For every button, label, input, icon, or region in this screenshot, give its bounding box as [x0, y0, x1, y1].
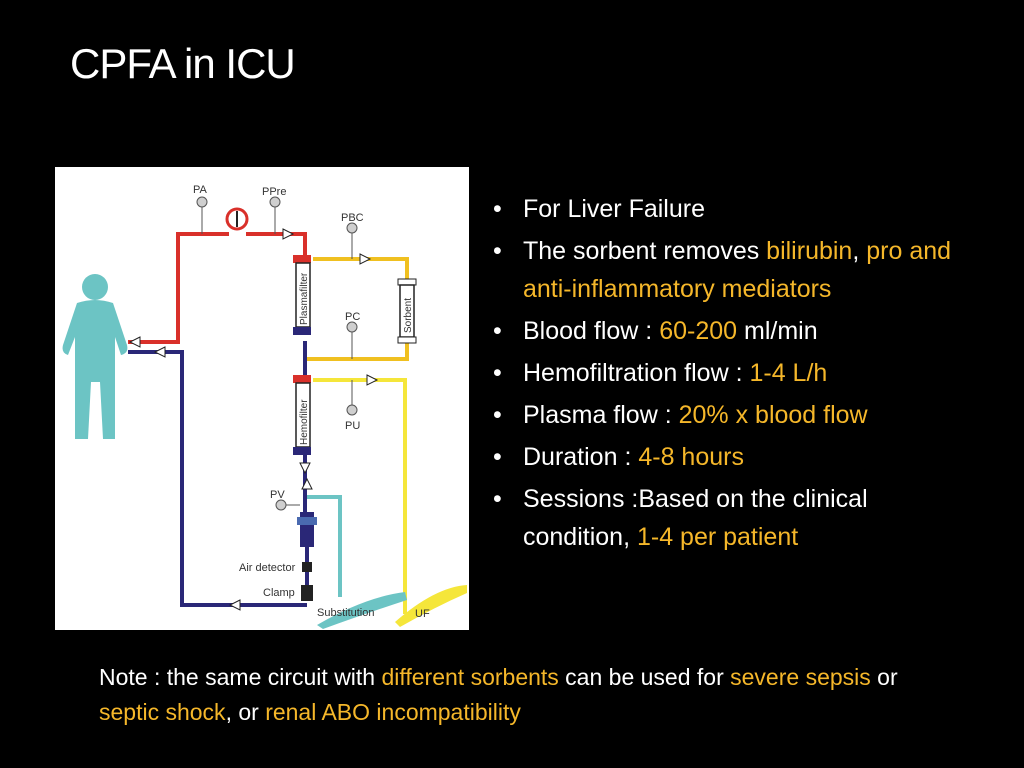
- bullet-item: Plasma flow : 20% x blood flow: [493, 396, 963, 434]
- highlight-text: pro and anti-inflammatory mediators: [523, 237, 952, 303]
- label-plasmafilter: Plasmafilter: [299, 272, 310, 325]
- label-sorbent: Sorbent: [403, 298, 414, 333]
- label-pa: PA: [193, 184, 208, 196]
- pressure-sensors: [196, 196, 358, 511]
- label-pbc: PBC: [341, 212, 364, 224]
- text: Note : the same circuit with: [99, 664, 382, 690]
- label-ppre: PPre: [262, 186, 286, 198]
- flow-arrows: [128, 228, 379, 611]
- air-detector-block: [302, 562, 312, 572]
- label-clamp: Clamp: [263, 587, 295, 599]
- hemofilter: [293, 375, 311, 455]
- text: or: [870, 664, 898, 690]
- patient-figure: [62, 274, 128, 439]
- ultrafiltrate-line: [313, 378, 407, 614]
- cpfa-circuit-diagram: PA PPre PBC PC PU PV Air detector Clamp …: [55, 167, 469, 630]
- highlight-text: different sorbents: [381, 664, 559, 690]
- highlight-text: severe sepsis: [730, 664, 871, 690]
- plasma-circuit: [307, 257, 409, 361]
- slide-title: CPFA in ICU: [70, 40, 296, 87]
- plasmafilter: [293, 255, 311, 335]
- bullet-list: For Liver FailureThe sorbent removes bil…: [493, 190, 963, 560]
- text: Plasma flow :: [523, 401, 679, 429]
- highlight-text: septic shock: [99, 699, 226, 725]
- footnote: Note : the same circuit with different s…: [99, 660, 959, 730]
- text: , or: [225, 699, 266, 725]
- text: Hemofiltration flow :: [523, 359, 750, 387]
- bullet-item: The sorbent removes bilirubin, pro and a…: [493, 232, 963, 308]
- highlight-text: 1-4 L/h: [749, 359, 828, 387]
- text: can be used for: [558, 664, 731, 690]
- text: For Liver Failure: [523, 195, 705, 223]
- label-air-detector: Air detector: [239, 562, 296, 574]
- label-pv: PV: [270, 489, 285, 501]
- highlight-text: 1-4 per patient: [636, 523, 799, 551]
- arterial-line: [128, 207, 307, 344]
- text: The sorbent removes: [523, 237, 767, 265]
- bullet-item: Hemofiltration flow : 1-4 L/h: [493, 354, 963, 392]
- text: Sessions :Based on the clinical conditio…: [523, 485, 868, 551]
- highlight-text: renal ABO incompatibility: [265, 699, 521, 725]
- text: Blood flow :: [523, 317, 660, 345]
- highlight-text: bilirubin: [766, 237, 853, 265]
- clamp-block: [301, 585, 313, 601]
- sorbent-column: [397, 278, 417, 344]
- bullet-item: For Liver Failure: [493, 190, 963, 228]
- highlight-text: 4-8 hours: [638, 443, 744, 471]
- bullet-item: Sessions :Based on the clinical conditio…: [493, 480, 963, 556]
- bubble-trap-cap: [297, 517, 317, 525]
- label-substitution: Substitution: [317, 607, 374, 619]
- label-uf: UF: [415, 608, 430, 620]
- bullet-item: Duration : 4-8 hours: [493, 438, 963, 476]
- substitution-line: [307, 495, 342, 597]
- highlight-text: 60-200: [659, 317, 738, 345]
- highlight-text: 20% x blood flow: [678, 401, 868, 429]
- uf-bag: [395, 585, 467, 627]
- text: Duration :: [523, 443, 639, 471]
- label-hemofilter: Hemofilter: [299, 399, 310, 445]
- label-pu: PU: [345, 420, 360, 432]
- bullet-item: Blood flow : 60-200 ml/min: [493, 312, 963, 350]
- substitution-bag: [317, 592, 407, 629]
- label-pc: PC: [345, 311, 360, 323]
- text: ,: [852, 237, 867, 265]
- text: ml/min: [737, 317, 818, 345]
